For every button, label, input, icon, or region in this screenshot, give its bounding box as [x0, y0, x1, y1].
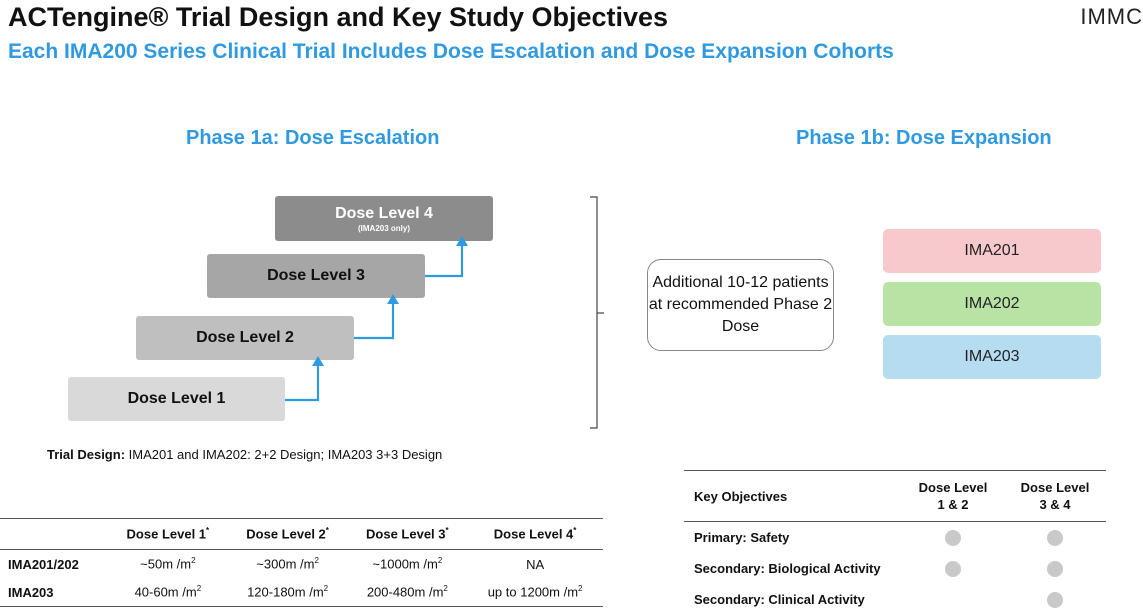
check-dot-icon [1047, 560, 1063, 577]
trial-design-label: Trial Design: [47, 447, 126, 462]
row-name: IMA201/202 [8, 556, 79, 572]
check-dot-icon [1047, 591, 1063, 608]
arrow-head-icon [312, 356, 324, 366]
check-dot-icon [1047, 529, 1063, 546]
company-logo: IMMC [1080, 4, 1143, 29]
table-cell: ~300m /m2 [256, 556, 319, 572]
table-cell: up to 1200m /m2 [467, 578, 603, 607]
cohort-ima203: IMA203 [883, 335, 1101, 379]
table-cell: 40-60m /m2 [108, 578, 228, 607]
dose-level-1-label: Dose Level 1 [127, 390, 226, 407]
trial-design-note: Trial Design: IMA201 and IMA202: 2+2 Des… [47, 447, 442, 462]
cohort-ima202: IMA202 [883, 282, 1101, 326]
dose-table-col-4: Dose Level 4* [467, 518, 603, 550]
objective-cell-dl34 [1004, 522, 1106, 554]
bracket [590, 196, 598, 429]
page-subtitle: Each IMA200 Series Clinical Trial Includ… [8, 40, 894, 63]
objective-cell-dl12 [902, 584, 1004, 615]
arrow-1-to-2 [285, 364, 320, 402]
objective-row: Secondary: Clinical Activity [684, 584, 1106, 615]
arrow-3-to-4 [425, 244, 464, 278]
objectives-header: Key Objectives [684, 470, 902, 522]
dose-table: Dose Level 1* Dose Level 2* Dose Level 3… [0, 518, 603, 607]
objective-cell-dl12 [902, 553, 1004, 584]
dose-table-corner [0, 518, 108, 550]
arrow-head-icon [456, 236, 468, 246]
table-cell: 200-480m /m2 [347, 578, 468, 607]
table-cell: 120-180m /m2 [227, 578, 348, 607]
table-row: IMA203 40-60m /m2 120-180m /m2 200-480m … [0, 578, 603, 607]
objective-row: Primary: Safety [684, 522, 1106, 554]
objective-cell-dl34 [1004, 553, 1106, 584]
dose-level-2-step: Dose Level 2 [136, 316, 354, 360]
dose-level-1-step: Dose Level 1 [68, 377, 285, 421]
objective-cell-dl12 [902, 522, 1004, 554]
escalation-heading: Phase 1a: Dose Escalation [186, 127, 440, 149]
table-row: IMA201/202 ~50m /m2 ~300m /m2 ~1000m /m2… [0, 550, 603, 579]
check-dot-icon [945, 560, 961, 577]
objective-label: Primary: Safety [694, 530, 790, 545]
table-cell: NA [526, 556, 545, 572]
arrow-2-to-3 [354, 302, 395, 340]
table-cell: ~1000m /m2 [372, 556, 443, 572]
objective-row: Secondary: Biological Activity [684, 553, 1106, 584]
expansion-heading: Phase 1b: Dose Expansion [796, 127, 1052, 149]
objective-cell-dl34 [1004, 584, 1106, 615]
dose-level-3-step: Dose Level 3 [207, 254, 425, 298]
trial-design-text: IMA201 and IMA202: 2+2 Design; IMA203 3+… [125, 447, 443, 462]
dose-table-col-1: Dose Level 1* [108, 518, 228, 550]
dose-table-col-2: Dose Level 2* [227, 518, 348, 550]
check-dot-icon [945, 529, 961, 546]
cohort-ima201: IMA201 [883, 229, 1101, 273]
row-name: IMA203 [0, 578, 108, 607]
expansion-callout: Additional 10-12 patients at recommended… [647, 259, 834, 351]
dose-level-2-label: Dose Level 2 [196, 329, 294, 346]
dose-level-4-step: Dose Level 4 (IMA203 only) [275, 196, 493, 241]
arrow-head-icon [387, 294, 399, 304]
dose-level-4-sublabel: (IMA203 only) [357, 223, 410, 233]
table-cell: ~50m /m2 [140, 556, 196, 572]
objective-label: Secondary: Biological Activity [694, 561, 881, 576]
objective-label: Secondary: Clinical Activity [694, 592, 865, 607]
dose-level-3-label: Dose Level 3 [267, 267, 365, 284]
dose-level-4-label: Dose Level 4 [335, 204, 433, 222]
page-title: ACTengine® Trial Design and Key Study Ob… [8, 2, 669, 32]
dose-table-col-3: Dose Level 3* [347, 518, 468, 550]
